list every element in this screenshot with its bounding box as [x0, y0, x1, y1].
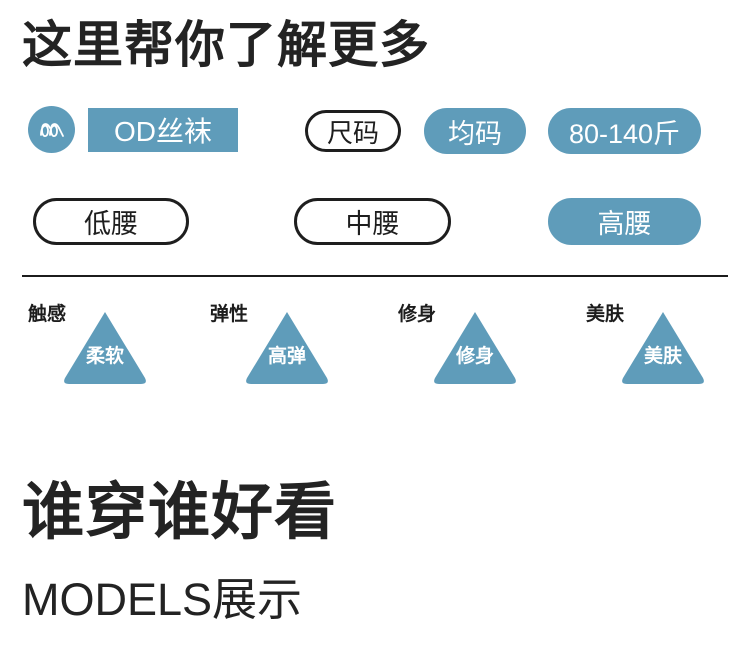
triangle-icon	[242, 308, 332, 386]
triangle-icon	[430, 308, 520, 386]
feature-word: 柔软	[85, 346, 124, 367]
weight-range-chip: 80-140斤	[548, 108, 701, 154]
triangle-icon	[60, 308, 150, 386]
feature-tag: 触感	[28, 304, 67, 325]
brand-logo-badge	[28, 106, 75, 153]
brand-name-chip: OD丝袜	[88, 108, 238, 152]
feature-item: 触感 柔软	[20, 300, 200, 400]
triangle-icon	[618, 308, 708, 386]
feature-tag: 修身	[398, 304, 437, 325]
feature-word: 修身	[455, 346, 494, 367]
feature-tag: 弹性	[210, 304, 249, 325]
feature-word: 美肤	[643, 346, 682, 367]
feature-item: 美肤 美肤	[578, 300, 750, 400]
feature-list: 触感 柔软 弹性 高弹 修身 修身 美肤 美肤	[0, 300, 750, 400]
feature-word: 高弹	[267, 346, 306, 367]
section-divider	[22, 275, 728, 277]
wave-yarn-icon	[37, 118, 67, 142]
feature-tag: 美肤	[586, 304, 625, 325]
page-title: 这里帮你了解更多	[22, 17, 430, 73]
attribute-row-waist: 低腰 中腰 高腰	[0, 198, 750, 248]
models-heading: 谁穿谁好看	[22, 478, 338, 547]
waist-option-high[interactable]: 高腰	[548, 198, 701, 245]
waist-option-mid[interactable]: 中腰	[294, 198, 451, 245]
feature-item: 弹性 高弹	[202, 300, 382, 400]
waist-option-low[interactable]: 低腰	[33, 198, 189, 245]
size-value-chip: 均码	[424, 108, 526, 154]
feature-item: 修身 修身	[390, 300, 570, 400]
attribute-row-brand-size: OD丝袜 尺码 均码 80-140斤	[0, 106, 750, 156]
models-subheading: MODELS展示	[22, 574, 303, 625]
size-label-chip: 尺码	[305, 110, 401, 152]
